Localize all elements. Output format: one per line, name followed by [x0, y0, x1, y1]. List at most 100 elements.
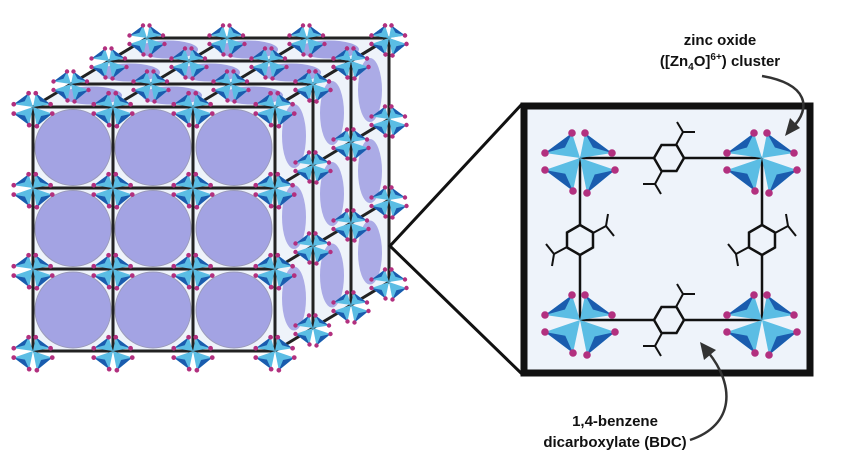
- tetrahedron-face: [316, 334, 331, 346]
- oxygen-atom: [352, 320, 357, 325]
- tetrahedron-face: [36, 275, 53, 289]
- tetrahedron-face: [53, 90, 68, 101]
- oxygen-atom: [723, 166, 731, 174]
- oxygen-atom: [331, 300, 336, 305]
- lattice-edge: [274, 117, 390, 190]
- oxygen-atom: [171, 192, 177, 197]
- zn4o-cluster: [169, 46, 209, 81]
- oxygen-atom: [186, 334, 191, 340]
- oxygen-atom: [240, 33, 246, 38]
- oxygen-atom: [207, 33, 212, 38]
- oxygen-atom: [144, 69, 150, 74]
- zinc-label-line1: zinc oxide: [683, 32, 757, 49]
- oxygen-atom: [268, 90, 273, 96]
- oxygen-atom: [253, 192, 259, 197]
- oxygen-atom: [293, 168, 298, 174]
- oxygen-atom: [114, 367, 120, 373]
- oxygen-atom: [106, 122, 112, 128]
- oxygen-atom: [369, 285, 374, 291]
- oxygen-atom: [541, 149, 549, 157]
- oxygen-atom: [253, 101, 259, 107]
- oxygen-atom: [106, 90, 111, 96]
- oxygen-atom: [331, 56, 336, 61]
- oxygen-atom: [193, 334, 199, 340]
- pore: [180, 63, 240, 82]
- oxygen-atom: [390, 297, 395, 302]
- oxygen-atom: [541, 166, 549, 174]
- oxygen-atom: [383, 52, 388, 57]
- oxygen-atom: [293, 249, 298, 255]
- oxygen-atom: [611, 328, 619, 336]
- c-o-bond: [727, 243, 737, 255]
- tetrahedron-face: [769, 170, 797, 193]
- tetrahedron-face: [255, 113, 272, 126]
- oxygen-atom: [209, 273, 215, 278]
- oxygen-atom: [49, 273, 55, 278]
- oxygen-atom: [307, 23, 312, 28]
- tetrahedron-face: [74, 90, 89, 102]
- oxygen-atom: [263, 75, 268, 80]
- tetrahedron-face: [154, 90, 169, 102]
- oxygen-atom: [11, 192, 17, 197]
- oxygen-atom: [351, 208, 356, 213]
- tetrahedron-face: [277, 337, 293, 349]
- tetrahedron-face: [173, 275, 190, 288]
- oxygen-atom: [314, 99, 319, 104]
- tetrahedron-face: [289, 44, 304, 55]
- oxygen-atom: [313, 150, 318, 155]
- oxygen-atom: [221, 52, 226, 57]
- oxygen-atom: [224, 69, 230, 74]
- oxygen-atom: [193, 90, 199, 96]
- oxygen-atom: [383, 214, 388, 219]
- zn4o-cluster: [293, 150, 333, 185]
- oxygen-atom: [169, 56, 174, 61]
- oxygen-atom: [11, 263, 17, 269]
- tetrahedron-face: [371, 25, 385, 36]
- oxygen-atom: [351, 290, 356, 295]
- oxygen-atom: [326, 160, 332, 165]
- mof-cube-lattice: [11, 23, 409, 373]
- tetrahedron-face: [277, 93, 293, 105]
- lattice-edge: [32, 36, 148, 109]
- oxygen-atom: [33, 90, 39, 96]
- oxygen-atom: [246, 87, 251, 93]
- tetrahedron-face: [251, 48, 265, 59]
- tetrahedron-face: [173, 93, 189, 105]
- tetrahedron-face: [91, 67, 106, 78]
- tetrahedron-face: [93, 275, 110, 288]
- oxygen-atom: [91, 101, 97, 107]
- oxygen-atom: [26, 252, 31, 258]
- oxygen-atom: [189, 46, 194, 51]
- zn4o-cluster: [11, 334, 55, 373]
- oxygen-atom: [26, 171, 31, 177]
- tetrahedron-face: [35, 255, 51, 267]
- oxygen-atom: [301, 52, 306, 57]
- zn4o-cluster: [211, 69, 251, 104]
- pore: [320, 243, 344, 308]
- tetrahedron-face: [255, 93, 271, 105]
- benzene-hexagon: [565, 223, 595, 257]
- oxygen-atom: [211, 79, 216, 84]
- carboxylate-bond: [735, 246, 750, 255]
- oxygen-atom: [287, 33, 292, 38]
- bdc-label-line1: 1,4-benzene: [572, 413, 658, 430]
- oxygen-atom: [581, 291, 589, 299]
- tetrahedron-face: [315, 71, 329, 82]
- zn4o-cluster: [91, 334, 135, 373]
- unit-cell-inset: [520, 102, 814, 377]
- zn4o-cluster: [91, 252, 135, 291]
- tetrahedron-face: [315, 315, 329, 326]
- oxygen-atom: [314, 261, 319, 266]
- oxygen-atom: [790, 311, 798, 319]
- tetrahedron-face: [767, 133, 794, 153]
- oxygen-atom: [268, 334, 273, 340]
- carboxylate-bond: [675, 131, 684, 146]
- oxygen-atom: [328, 249, 333, 255]
- oxygen-atom: [202, 56, 208, 61]
- oxygen-atom: [113, 334, 119, 340]
- oxygen-atom: [249, 56, 254, 61]
- zn4o-cluster: [293, 231, 333, 266]
- zn4o-cluster: [91, 171, 135, 210]
- zn4o-cluster: [541, 291, 619, 359]
- zinc-oxide-cluster-label: zinc oxide ([Zn4O]6+) cluster: [640, 30, 800, 73]
